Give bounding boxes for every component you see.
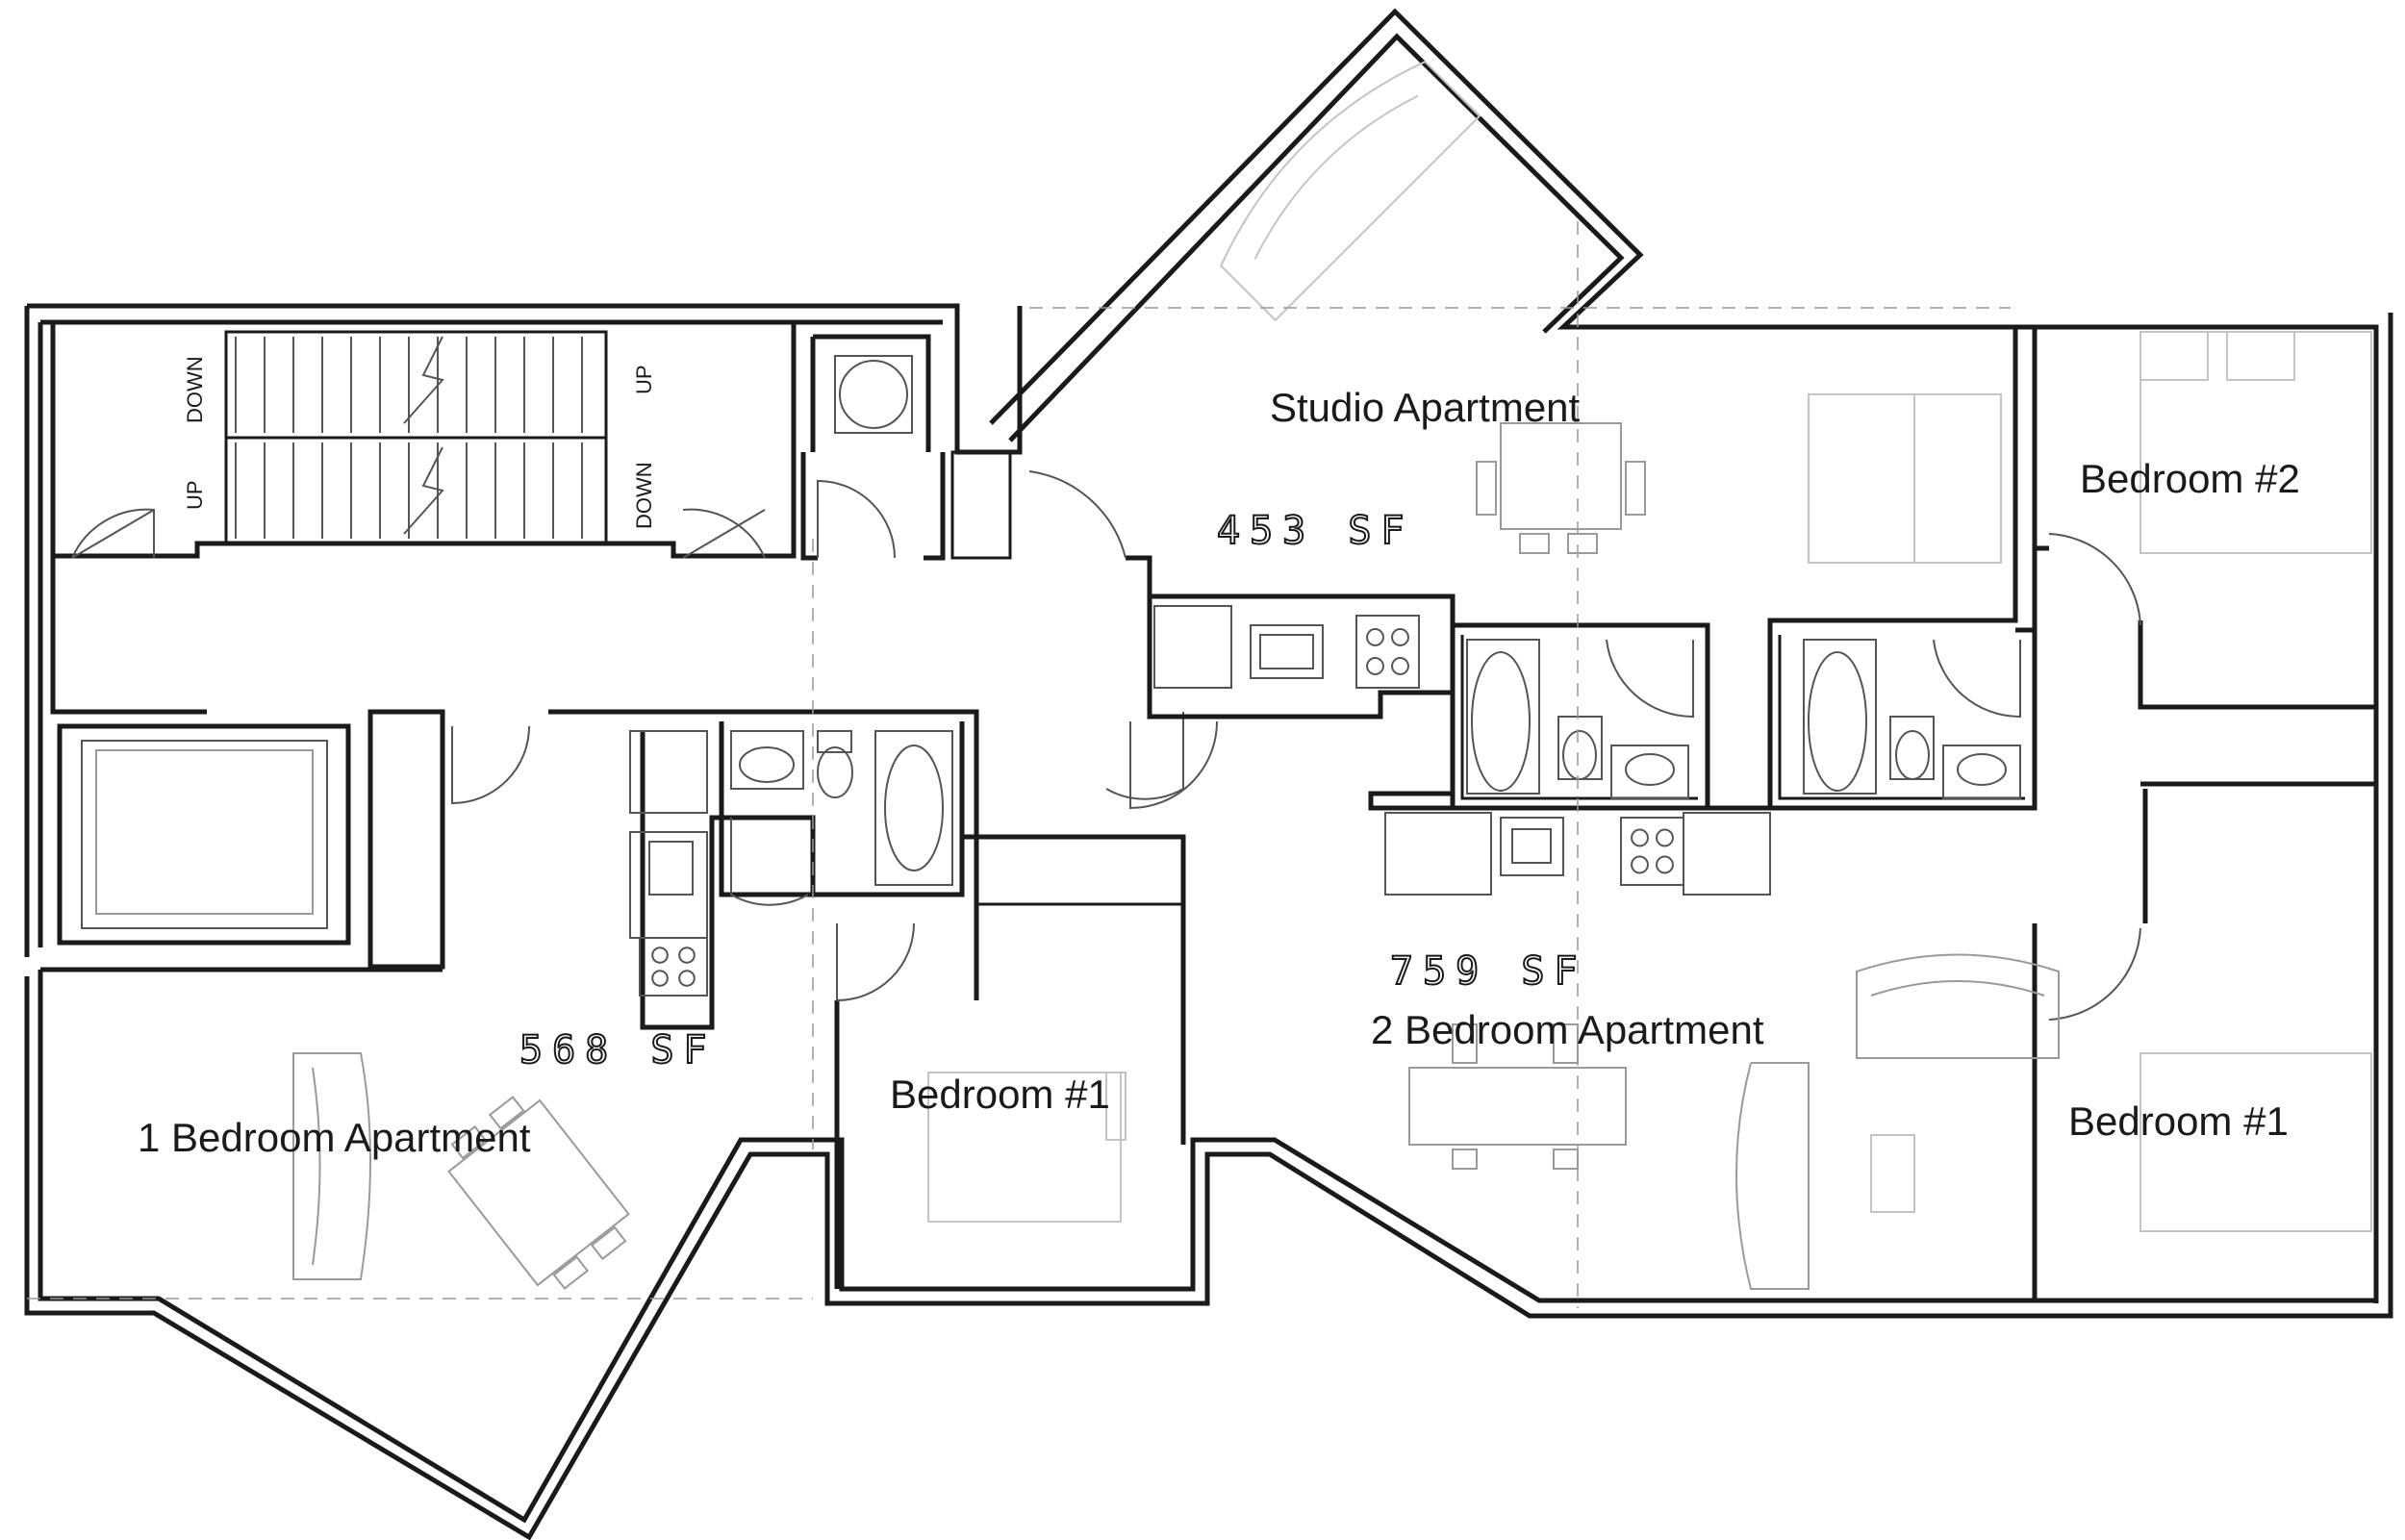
one-bedroom-title: 1 Bedroom Apartment	[138, 1115, 531, 1160]
studio-title: Studio Apartment	[1270, 385, 1581, 430]
stair-core: DOWN UP UP DOWN	[50, 322, 1012, 561]
one-bedroom-bedroom1-title: Bedroom #1	[890, 1072, 1110, 1117]
cooktop-burner-icon	[651, 947, 669, 964]
stair-down-label-right: DOWN	[632, 462, 656, 529]
cooktop-burner-icon	[1656, 828, 1674, 847]
stair-up-label-left: UP	[183, 480, 207, 510]
stair-down-label-left: DOWN	[183, 356, 207, 423]
cooktop-burner-icon	[1656, 855, 1674, 874]
cooktop-burner-icon	[1631, 828, 1649, 847]
cooktop-burner-icon	[1631, 855, 1649, 874]
two-bedroom-title: 2 Bedroom Apartment	[1371, 1007, 1764, 1052]
two-bedroom-bedroom2-title: Bedroom #2	[2080, 456, 2300, 501]
stair-up-label-right: UP	[632, 365, 656, 394]
cooktop-burner-icon	[678, 970, 696, 987]
cooktop-burner-icon	[1366, 628, 1384, 646]
two-bedroom-area: 759 SF	[1390, 949, 1587, 994]
cooktop-burner-icon	[651, 970, 669, 987]
cooktop-burner-icon	[1391, 657, 1409, 675]
centerlines	[27, 221, 2011, 1308]
cooktop-burner-icon	[1366, 657, 1384, 675]
two-bedroom-walls	[1376, 327, 2379, 1300]
room-labels: Studio Apartment 453 SF Bedroom #2 759 S…	[138, 385, 2300, 1160]
cooktop-burner-icon	[678, 947, 696, 964]
exterior-walls	[24, 8, 2393, 1540]
cooktop-burner-icon	[1391, 628, 1409, 646]
two-bedroom-bedroom1-title: Bedroom #1	[2068, 1098, 2289, 1144]
studio-area: 453 SF	[1217, 509, 1414, 553]
one-bedroom-area: 568 SF	[519, 1028, 717, 1073]
one-bedroom-walls	[40, 558, 1186, 1290]
